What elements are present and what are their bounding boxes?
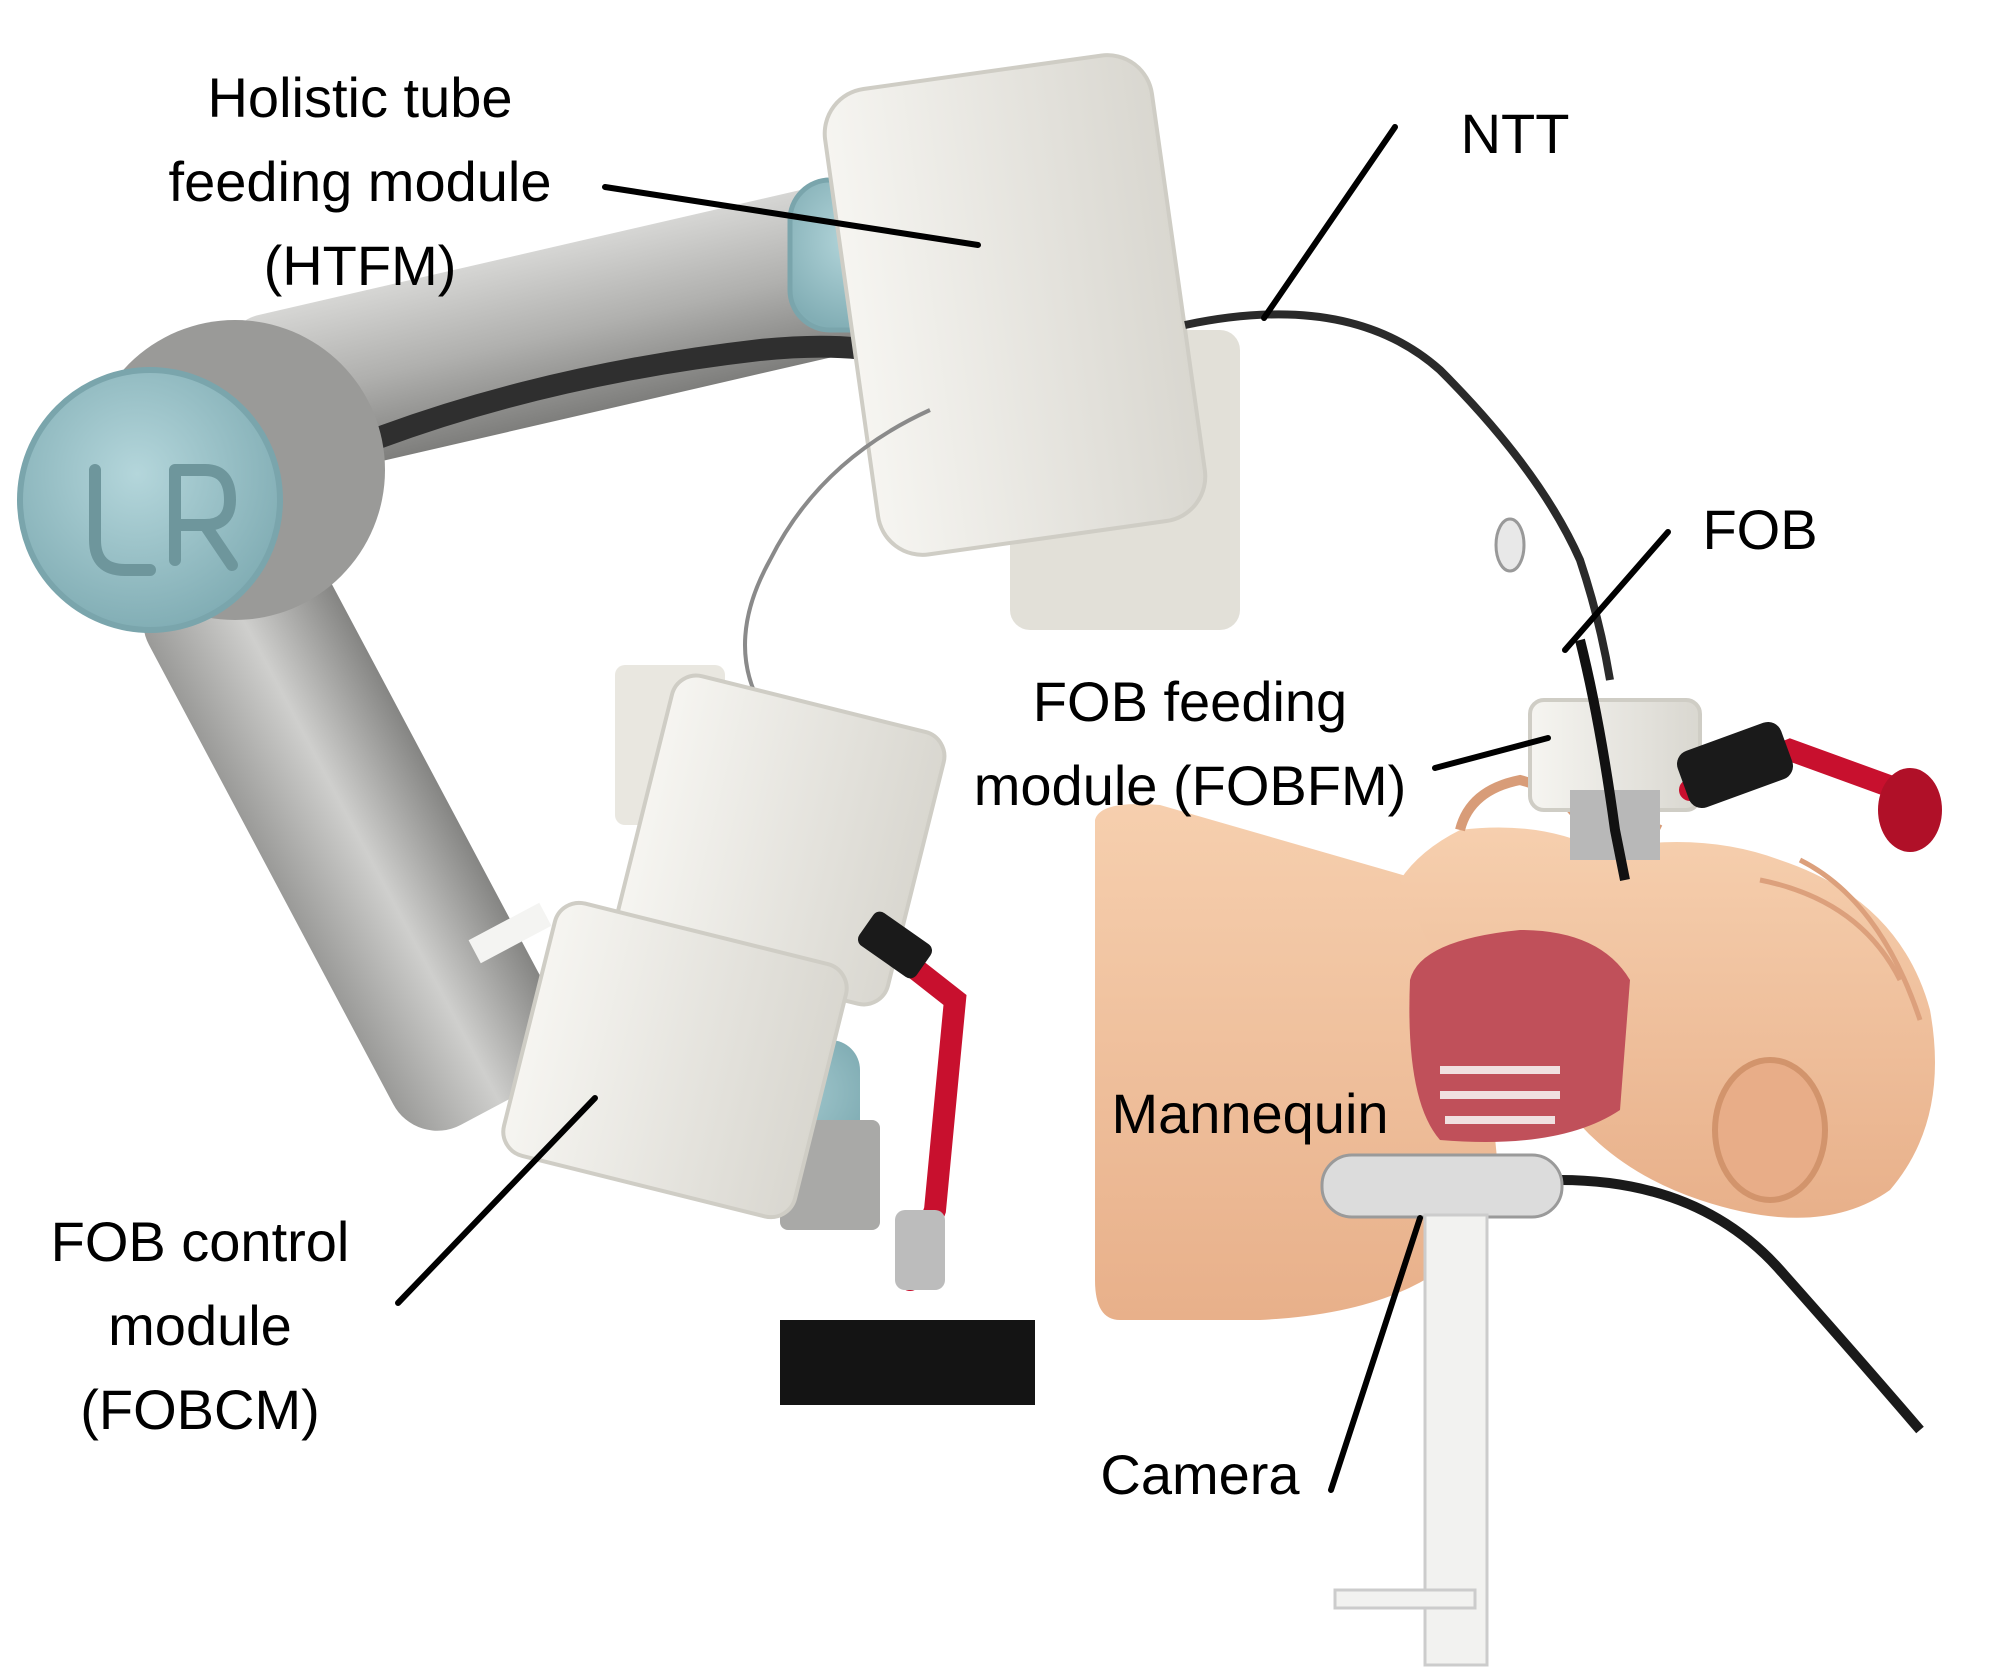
left-clamp-head (857, 911, 933, 979)
fobcm-lower-box (501, 900, 849, 1220)
label-camera: Camera (1080, 1433, 1320, 1517)
label-fobfm-line-1: FOB feeding (1032, 670, 1348, 733)
htfm-main-box (822, 53, 1208, 557)
robot-lower-link (143, 529, 567, 1131)
label-fobcm: FOB control module (FOBCM) (20, 1200, 380, 1452)
mouth-cutaway (1409, 930, 1630, 1142)
camera-cable (1559, 1175, 1924, 1434)
fobfm-module (1528, 638, 1942, 881)
robot-upper-link (227, 188, 873, 482)
camera-assembly (1320, 1153, 1924, 1667)
label-ntt-line-1: NTT (1460, 102, 1570, 165)
tube-connector (1494, 517, 1526, 573)
label-fob-line-1: FOB (1702, 498, 1818, 561)
label-htfm-line-1: Holistic tube (207, 66, 513, 129)
label-fobfm-line-2: module (FOBFM) (973, 754, 1407, 817)
camera-body (1320, 1153, 1564, 1219)
label-fobcm-line-2: module (108, 1294, 292, 1357)
fob-scope (1575, 638, 1630, 881)
label-htfm-line-3: (HTFM) (263, 234, 457, 297)
leader-lines (395, 124, 1671, 1493)
leader-line-camera (1328, 1215, 1423, 1493)
leader-line-fobfm (1432, 735, 1551, 771)
black-base-block (780, 1320, 1035, 1405)
mannequin (1095, 774, 1935, 1320)
hair-texture (1759, 857, 1923, 1021)
mannequin-ear (1712, 1057, 1828, 1203)
leader-line-fob (1562, 529, 1671, 653)
label-mannequin-line-1: Mannequin (1111, 1082, 1389, 1145)
right-clamp-head (1677, 721, 1793, 809)
left-clamp-knuckle (895, 1210, 945, 1290)
ntt-tube (1184, 310, 1614, 681)
barcode-sticker (468, 902, 552, 964)
label-mannequin: Mannequin (1080, 1072, 1420, 1156)
label-htfm: Holistic tube feeding module (HTFM) (120, 56, 600, 308)
left-support-arm (780, 911, 1035, 1405)
thin-wire (743, 408, 931, 722)
leader-line-fobcm (395, 1095, 598, 1306)
htfm-module (822, 53, 1240, 630)
camera-foot (1333, 1588, 1477, 1610)
label-fobcm-line-3: (FOBCM) (80, 1378, 320, 1441)
label-fobcm-line-1: FOB control (50, 1210, 350, 1273)
leader-line-htfm (602, 184, 981, 248)
label-fob: FOB (1690, 488, 1830, 572)
label-ntt: NTT (1440, 92, 1590, 176)
label-htfm-line-2: feeding module (168, 150, 552, 213)
label-camera-line-1: Camera (1100, 1443, 1300, 1506)
leader-line-ntt (1261, 124, 1398, 321)
trachea-rings (1440, 1066, 1560, 1124)
fobcm-module (501, 665, 947, 1220)
right-clamp-knob (1878, 768, 1942, 852)
label-fobfm: FOB feeding module (FOBFM) (950, 660, 1430, 828)
ur-logo-icon (89, 464, 238, 576)
elbow-joint-cap (17, 367, 283, 633)
